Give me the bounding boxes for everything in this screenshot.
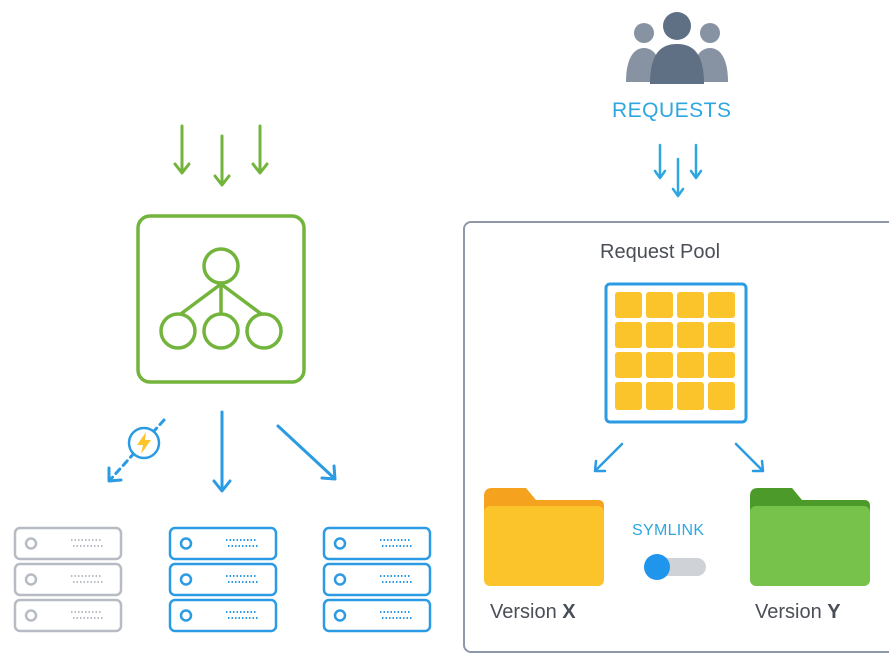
- version-x-letter: X: [562, 601, 576, 623]
- symlink-toggle-icon[interactable]: [642, 552, 710, 582]
- request-arrows-icon: [653, 143, 703, 198]
- symlink-label: SYMLINK: [632, 522, 705, 539]
- power-bolt-icon: [127, 426, 161, 460]
- load-balancer-icon: [136, 214, 306, 384]
- server-stack-icon: [322, 526, 432, 633]
- folder-icon: [484, 488, 604, 586]
- outgoing-arrow: [276, 424, 336, 480]
- version-y-label: Version Y: [755, 601, 841, 624]
- server-stack-icon: [168, 526, 278, 633]
- request-pool-title: Request Pool: [600, 241, 721, 263]
- version-x-label: Version X: [490, 601, 576, 624]
- folder-icon: [750, 488, 870, 586]
- version-y-letter: Y: [827, 601, 841, 623]
- users-group-icon: [626, 12, 728, 84]
- server-stack-icon: [13, 526, 123, 633]
- pool-arrows-icon: [593, 442, 765, 473]
- incoming-arrows-icon: [173, 124, 269, 187]
- incoming-arrow: [173, 124, 269, 187]
- request-pool-grid-icon: [604, 282, 748, 424]
- version-x-prefix: Version: [490, 601, 557, 623]
- version-y-prefix: Version: [755, 601, 822, 623]
- requests-label: REQUESTS: [612, 99, 732, 122]
